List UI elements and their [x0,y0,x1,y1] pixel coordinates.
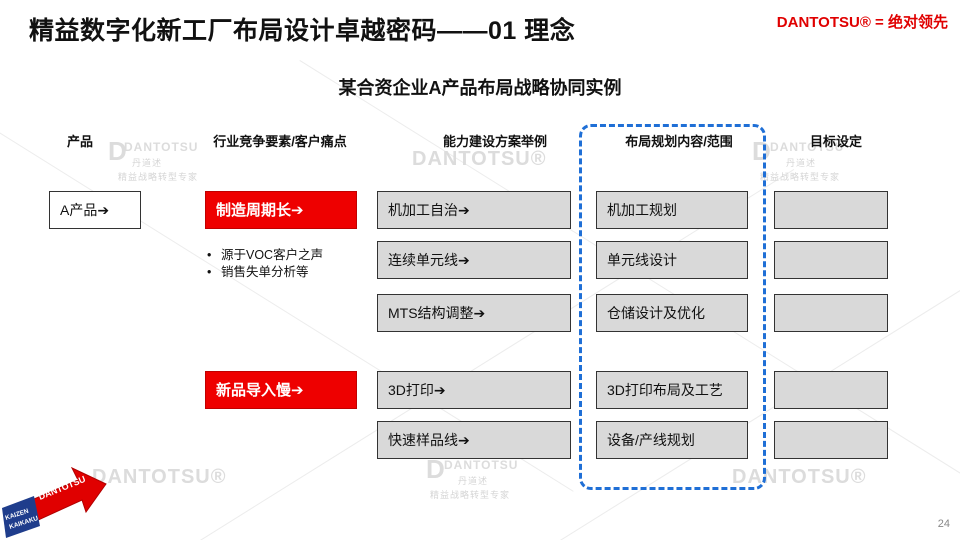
watermark-cn-name: 丹道述 [132,158,163,168]
watermark-logo-text: DANTOTSU [124,140,199,154]
layout-item-box: 单元线设计 [596,241,748,279]
bullet-item: 销售失单分析等 [205,264,323,281]
layout-item-box: 设备/产线规划 [596,421,748,459]
page-title: 精益数字化新工厂布局设计卓越密码——01 理念 [29,17,576,45]
capability-box: 3D打印➔ [377,371,571,409]
layout-item-box: 机加工规划 [596,191,748,229]
watermark-logo-d: D [108,136,128,166]
layout-item-box: 仓储设计及优化 [596,294,748,332]
target-box [774,294,888,332]
pain-point-sources: 源于VOC客户之声 销售失单分析等 [205,247,323,281]
column-header-product: 产品 [66,134,93,149]
watermark-cn-slogan: 精益战略转型专家 [430,490,511,500]
page-number: 24 [937,518,950,530]
target-box [774,421,888,459]
product-box: A产品➔ [49,191,141,229]
brand-slogan: DANTOTSU® = 绝对领先 [776,14,948,31]
watermark-logo-reg: DANTOTSU® [412,148,547,170]
capability-box: 机加工自治➔ [377,191,571,229]
target-box [774,191,888,229]
slide-subtitle: 某合资企业A产品布局战略协同实例 [338,78,622,98]
watermark-logo-text: DANTOTSU [770,140,845,154]
column-header-pain: 行业竞争要素/客户痛点 [213,134,347,149]
watermark-cn-slogan: 精益战略转型专家 [118,172,199,182]
bullet-item: 源于VOC客户之声 [205,247,323,264]
pain-point-box: 制造周期长➔ [205,191,357,229]
dantotsu-arrow-logo: DANTOTSU KAIZEN KAIKAKU [2,466,107,538]
pain-point-box: 新品导入慢➔ [205,371,357,409]
watermark-logo-d: D [426,454,446,484]
target-box [774,241,888,279]
capability-box: 快速样品线➔ [377,421,571,459]
column-header-layout: 布局规划内容/范围 [625,134,733,149]
layout-item-box: 3D打印布局及工艺 [596,371,748,409]
watermark-logo-reg: DANTOTSU® [92,466,227,488]
target-box [774,371,888,409]
watermark-cn-name: 丹道述 [786,158,817,168]
layout-scope-frame [579,124,766,490]
capability-box: 连续单元线➔ [377,241,571,279]
watermark-cn-name: 丹道述 [458,476,489,486]
watermark-logo-d: D [752,136,772,166]
watermark-cn-slogan: 精益战略转型专家 [760,172,841,182]
capability-box: MTS结构调整➔ [377,294,571,332]
column-header-capability: 能力建设方案举例 [442,134,547,149]
column-header-target: 目标设定 [809,134,862,149]
watermark-logo-text: DANTOTSU [444,458,519,472]
